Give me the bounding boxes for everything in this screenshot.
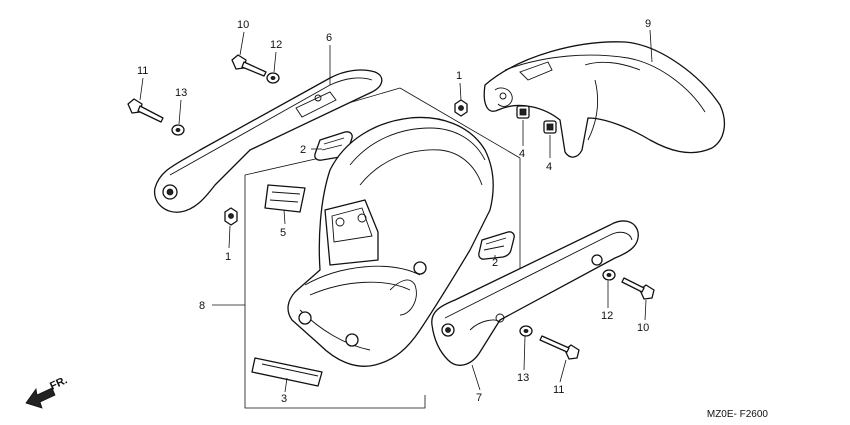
rear-reflector-strip bbox=[251, 357, 323, 387]
callout-6: 6 bbox=[326, 32, 332, 44]
flange-nut-left bbox=[224, 207, 238, 226]
leader-lines bbox=[139, 29, 653, 393]
callout-10-right: 10 bbox=[637, 322, 649, 334]
washer-left bbox=[171, 124, 185, 136]
washer-bottom bbox=[519, 325, 533, 337]
bolt-left bbox=[127, 98, 164, 123]
callout-4-a: 4 bbox=[519, 148, 525, 160]
callout-11-bottom: 11 bbox=[553, 384, 564, 396]
callout-1-left: 1 bbox=[225, 251, 231, 263]
callout-10-top: 10 bbox=[237, 19, 249, 31]
callout-3: 3 bbox=[281, 393, 287, 405]
callout-12-right: 12 bbox=[601, 310, 613, 322]
callout-13-top: 13 bbox=[175, 87, 187, 99]
left-fender-stay bbox=[153, 69, 383, 213]
washer-right bbox=[602, 269, 616, 281]
callout-13-bottom: 13 bbox=[517, 372, 529, 384]
front-direction-arrow-icon: FR. bbox=[25, 374, 69, 409]
clip-nut-a bbox=[516, 105, 530, 119]
callout-2-top: 2 bbox=[300, 144, 306, 156]
callout-7: 7 bbox=[476, 392, 482, 404]
callout-9: 9 bbox=[645, 18, 651, 30]
flange-nut-top bbox=[454, 99, 468, 117]
front-fender bbox=[483, 41, 726, 158]
reflector-right bbox=[478, 231, 515, 260]
rear-fender-main bbox=[287, 116, 494, 367]
bolt-bottom bbox=[539, 335, 580, 360]
callout-5: 5 bbox=[280, 227, 286, 239]
washer-top bbox=[266, 72, 280, 84]
callout-11-top: 11 bbox=[137, 65, 148, 77]
reflector-plate bbox=[264, 184, 306, 213]
diagram-code: MZ0E- F2600 bbox=[707, 409, 769, 420]
callout-4-b: 4 bbox=[546, 161, 552, 173]
callout-8: 8 bbox=[199, 300, 205, 312]
clip-nut-b bbox=[543, 120, 557, 134]
direction-label: FR. bbox=[48, 374, 69, 392]
callout-2-right: 2 bbox=[492, 257, 498, 269]
right-fender-stay bbox=[431, 220, 639, 366]
callout-1-top: 1 bbox=[456, 70, 462, 82]
callout-12-top: 12 bbox=[270, 39, 282, 51]
callout-numbers: 10 12 6 11 13 1 9 4 4 2 5 1 8 3 2 7 13 1… bbox=[137, 18, 651, 405]
bolt-top bbox=[231, 54, 267, 77]
bolt-right bbox=[621, 277, 655, 300]
